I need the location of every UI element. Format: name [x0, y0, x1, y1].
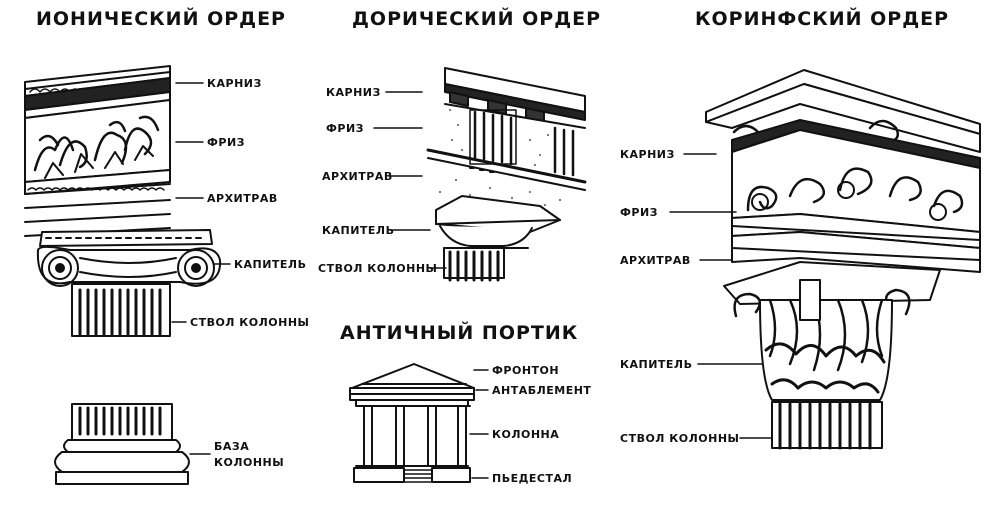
portico-label-pedestal: ПЬЕДЕСТАЛ [492, 472, 573, 485]
corinthian-label-shaft: СТВОЛ КОЛОННЫ [620, 432, 740, 445]
ionic-label-base-1: БАЗА [214, 440, 250, 453]
doric-label-capital: КАПИТЕЛЬ [322, 224, 395, 237]
portico-label-pediment: ФРОНТОН [492, 364, 560, 377]
corinthian-architrave [731, 213, 981, 273]
corinthian-cornice [705, 69, 981, 169]
doric-label-shaft: СТВОЛ КОЛОННЫ [318, 262, 438, 275]
ionic-label-architrave: АРХИТРАВ [207, 192, 278, 205]
ionic-label-shaft: СТВОЛ КОЛОННЫ [190, 316, 310, 329]
ionic-architrave [24, 169, 171, 237]
corinthian-label-capital: КАПИТЕЛЬ [620, 358, 693, 371]
ionic-order-title: ИОНИЧЕСКИЙ ОРДЕР [36, 8, 286, 30]
doric-shaft [443, 247, 505, 282]
ionic-label-capital: КАПИТЕЛЬ [234, 258, 307, 271]
corinthian-label-frieze: ФРИЗ [620, 206, 658, 219]
ionic-cornice [24, 65, 171, 119]
ionic-label-frieze: ФРИЗ [207, 136, 245, 149]
doric-texture [439, 109, 561, 207]
doric-order-title: ДОРИЧЕСКИЙ ОРДЕР [352, 8, 602, 30]
ionic-label-base-2: КОЛОННЫ [214, 456, 285, 469]
ionic-base [54, 403, 190, 485]
doric-label-architrave: АРХИТРАВ [322, 170, 393, 183]
doric-entablature [426, 67, 587, 191]
corinthian-label-cornice: КАРНИЗ [620, 148, 675, 161]
doric-label-cornice: КАРНИЗ [326, 86, 381, 99]
ionic-label-cornice: КАРНИЗ [207, 77, 262, 90]
ionic-capital [36, 229, 222, 287]
corinthian-order-title: КОРИНФСКИЙ ОРДЕР [695, 8, 950, 30]
ionic-shaft [71, 283, 171, 337]
portico-title: АНТИЧНЫЙ ПОРТИК [340, 322, 579, 344]
portico-drawing [349, 363, 475, 483]
doric-capital [435, 195, 561, 249]
portico-label-entablature: АНТАБЛЕМЕНТ [492, 384, 592, 397]
leader-lines [171, 82, 773, 479]
corinthian-shaft [771, 401, 883, 450]
portico-label-column: КОЛОННА [492, 428, 560, 441]
doric-label-frieze: ФРИЗ [326, 122, 364, 135]
corinthian-capital [723, 261, 941, 401]
corinthian-label-architrave: АРХИТРАВ [620, 254, 691, 267]
